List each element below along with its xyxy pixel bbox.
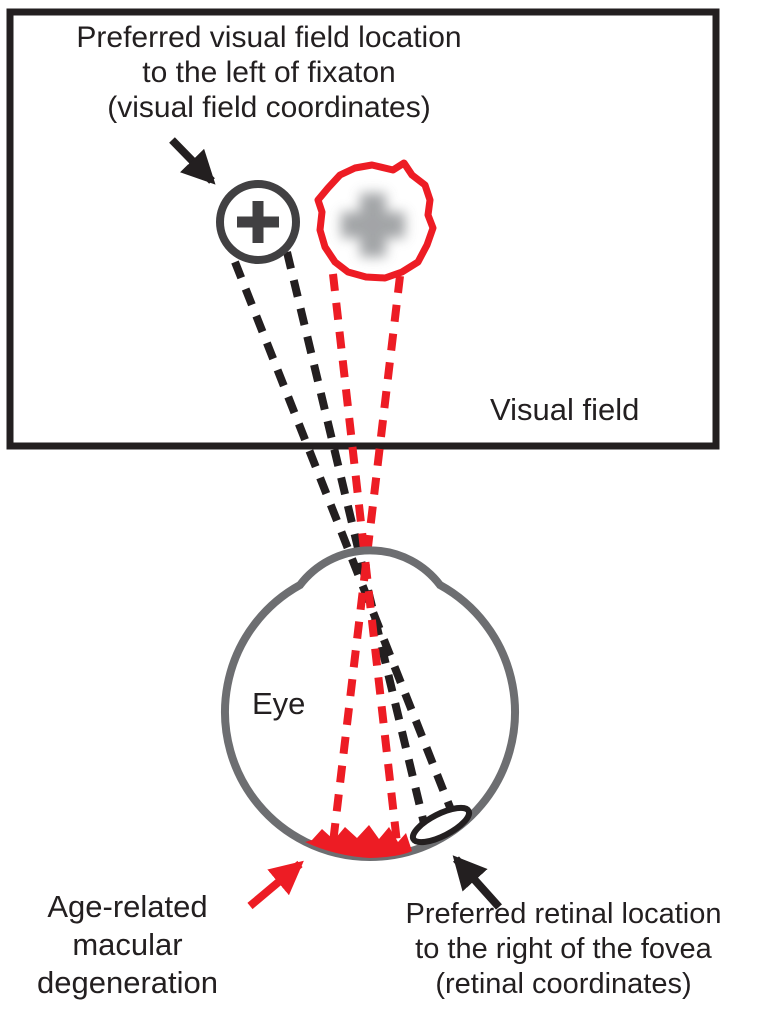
visual-field-border <box>6 8 720 450</box>
eye-outline <box>221 546 519 861</box>
eye-label: Eye <box>252 686 306 721</box>
amd-label-line2: macular <box>72 927 183 962</box>
prl-label: Preferred retinal location to the right … <box>356 897 771 1002</box>
visual-field-label: Visual field <box>490 392 640 427</box>
amd-pointer-arrow-icon <box>247 860 304 910</box>
prl-label-line3: (retinal coordinates) <box>435 968 692 1000</box>
blurred-cross-icon <box>341 193 405 257</box>
prl-label-line1: Preferred retinal location <box>405 898 722 930</box>
visual-field-caption-line2: to the left of fixaton <box>142 56 396 89</box>
amd-label: Age-related macular degeneration <box>15 888 240 1002</box>
prl-pointer-arrow-icon <box>452 855 502 910</box>
black-ray-lines <box>231 251 459 841</box>
visual-field-caption: Preferred visual field location to the l… <box>25 20 513 125</box>
red-ray-lines <box>329 273 404 844</box>
amd-label-line3: degeneration <box>37 965 218 1000</box>
amd-label-line1: Age-related <box>47 889 208 924</box>
amd-region-shape <box>305 825 412 858</box>
visual-field-caption-line3: (visual field coordinates) <box>107 91 431 124</box>
visual-field-caption-line1: Preferred visual field location <box>76 21 462 54</box>
scotoma-blob-icon <box>314 159 437 282</box>
prl-label-line2: to the right of the fovea <box>415 933 712 965</box>
fixation-target-icon <box>216 180 300 264</box>
caption-pointer-arrow-icon <box>169 137 216 185</box>
prl-ellipse <box>409 804 473 846</box>
